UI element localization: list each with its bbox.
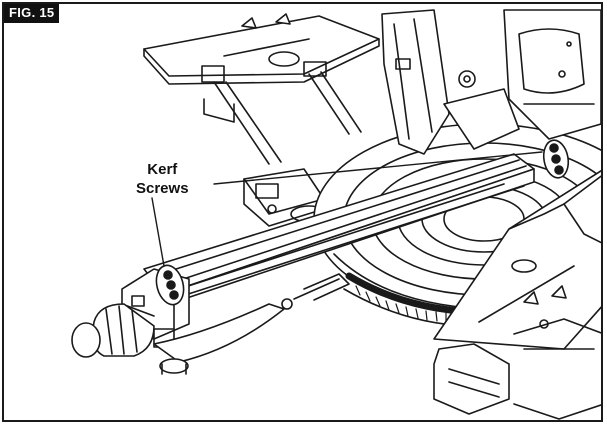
kerf-screws-callout: Kerf Screws xyxy=(136,160,189,198)
kerf-screws-right xyxy=(542,139,570,179)
callout-leader-lines xyxy=(151,151,543,267)
rear-extension-wing xyxy=(143,13,380,165)
screw-head-icon xyxy=(549,143,559,153)
screw-head-icon xyxy=(163,270,173,280)
right-extension-wing xyxy=(433,169,601,420)
front-lock-knob xyxy=(71,303,175,358)
miter-saw-illustration xyxy=(71,9,601,420)
saw-column xyxy=(381,9,601,155)
screw-head-icon xyxy=(166,280,176,290)
callout-line-2: Screws xyxy=(136,180,189,197)
figure-frame: FIG. 15 Kerf Screws xyxy=(2,2,603,422)
lower-arm xyxy=(153,273,350,375)
screw-head-icon xyxy=(554,165,564,175)
screw-head-icon xyxy=(551,154,561,164)
kerf-screws-left xyxy=(155,264,185,306)
figure-label: FIG. 15 xyxy=(4,4,60,23)
screw-head-icon xyxy=(169,290,179,300)
callout-line-1: Kerf xyxy=(147,161,178,178)
